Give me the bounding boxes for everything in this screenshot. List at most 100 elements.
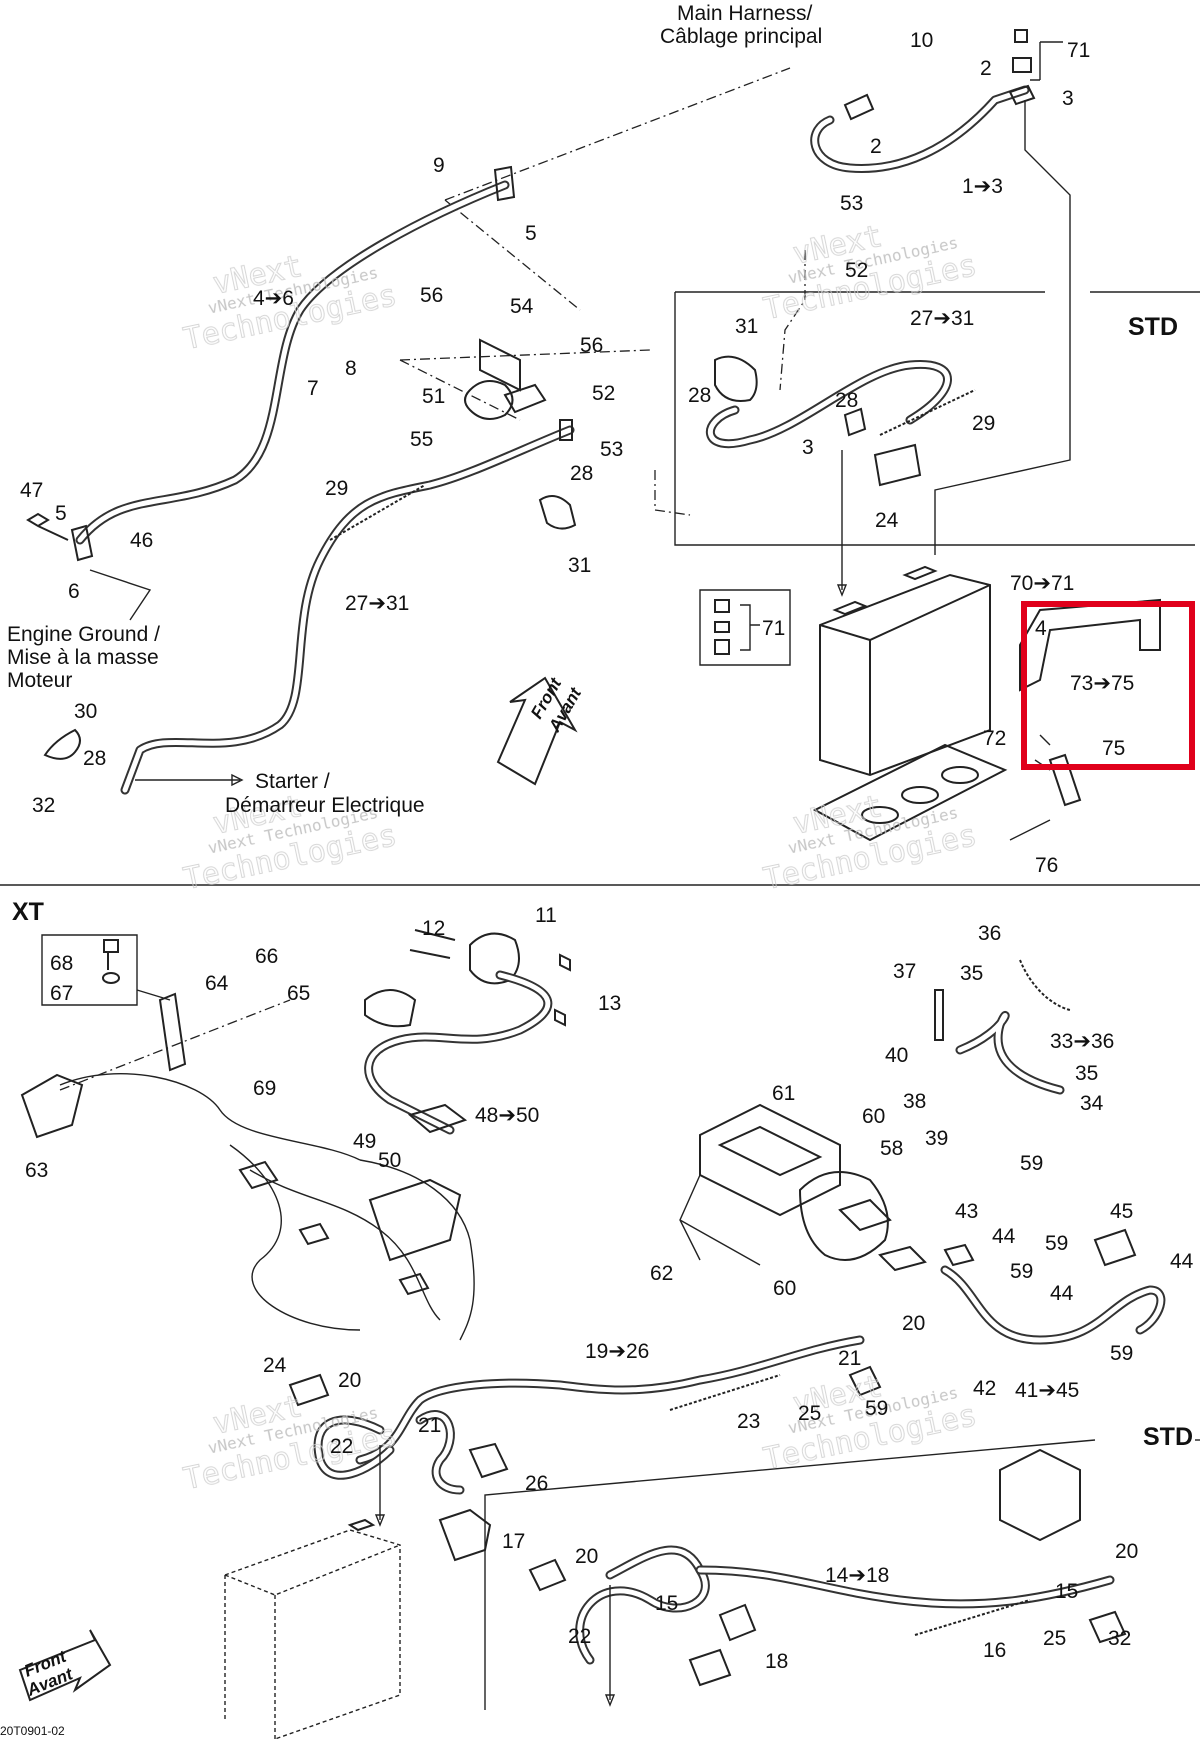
callout-2b: 2 xyxy=(870,135,882,158)
notes: Main Harness/ Câblage principal Engine G… xyxy=(7,2,822,817)
callout-52: 52 xyxy=(592,382,615,405)
callout-42: 42 xyxy=(973,1377,996,1400)
callout-76: 76 xyxy=(1035,854,1058,877)
callout-33-36: 33➔36 xyxy=(1050,1030,1114,1053)
callout-2: 2 xyxy=(980,57,992,80)
callout-47: 47 xyxy=(20,479,43,502)
engine-ground-note-line-2: Mise à la masse xyxy=(7,646,159,669)
callout-44c: 44 xyxy=(1170,1250,1194,1273)
watermarks: vNext vNext Technologies Technologies vN… xyxy=(180,218,980,1497)
callout-30: 30 xyxy=(74,700,97,723)
callout-23: 23 xyxy=(737,1410,760,1433)
callout-31b: 31 xyxy=(735,315,758,338)
callout-27-31: 27➔31 xyxy=(345,592,409,615)
engine-ground-note-line-1: Engine Ground / xyxy=(7,623,160,646)
callout-49: 49 xyxy=(353,1130,376,1153)
callout-20: 20 xyxy=(902,1312,925,1335)
callout-4: 4 xyxy=(1035,617,1047,640)
callout-64: 64 xyxy=(205,972,229,995)
callout-41-45: 41➔45 xyxy=(1015,1379,1079,1402)
callout-71b: 71 xyxy=(762,617,785,640)
callout-5: 5 xyxy=(525,222,537,245)
callouts-xt-left: 12 11 13 68 67 64 66 65 69 63 48➔50 49 5… xyxy=(25,904,621,1182)
callout-6: 6 xyxy=(68,580,80,603)
callout-60b: 60 xyxy=(773,1277,796,1300)
callout-7: 7 xyxy=(307,377,319,400)
callout-11: 11 xyxy=(535,904,557,927)
callout-51: 51 xyxy=(422,385,445,408)
callout-48-50: 48➔50 xyxy=(475,1104,539,1127)
callout-70-71: 70➔71 xyxy=(1010,572,1074,595)
callouts-top-right: 53 52 31 27➔31 28 28 29 3 24 70➔71 71 4 … xyxy=(688,192,1134,877)
callout-12: 12 xyxy=(422,917,445,940)
figure-code: 20T0901-02 xyxy=(0,1724,65,1738)
callout-28: 28 xyxy=(570,462,593,485)
callout-24: 24 xyxy=(875,509,899,532)
callout-29: 29 xyxy=(325,477,348,500)
callout-60: 60 xyxy=(862,1105,885,1128)
callout-63: 63 xyxy=(25,1159,48,1182)
callout-61: 61 xyxy=(772,1082,795,1105)
callout-1-3: 1➔3 xyxy=(962,175,1003,198)
callout-32: 32 xyxy=(32,794,55,817)
callout-5b: 5 xyxy=(55,502,67,525)
callout-19-26: 19➔26 xyxy=(585,1340,649,1363)
callout-40: 40 xyxy=(885,1044,908,1067)
callout-43: 43 xyxy=(955,1200,978,1223)
callout-20b: 20 xyxy=(338,1369,361,1392)
callout-37: 37 xyxy=(893,960,916,983)
callout-3b: 3 xyxy=(802,436,814,459)
callout-65: 65 xyxy=(287,982,310,1005)
callout-21: 21 xyxy=(838,1347,861,1370)
callouts-xt-right: 36 37 35 33➔36 40 35 38 34 39 59 61 60 5… xyxy=(263,922,1194,1495)
callout-53b: 53 xyxy=(840,192,863,215)
callout-3: 3 xyxy=(1062,87,1074,110)
callout-9: 9 xyxy=(433,154,445,177)
callout-21b: 21 xyxy=(418,1414,441,1437)
callout-29b: 29 xyxy=(972,412,995,435)
callout-34: 34 xyxy=(1080,1092,1104,1115)
callout-53: 53 xyxy=(600,438,623,461)
highlight-box xyxy=(1021,601,1195,770)
callout-59e: 59 xyxy=(1110,1342,1133,1365)
top-section-art xyxy=(26,29,1200,842)
callout-56: 56 xyxy=(420,284,443,307)
callout-56b: 56 xyxy=(580,334,603,357)
main-harness-note-line-1: Main Harness/ xyxy=(677,2,813,25)
callout-14-18: 14➔18 xyxy=(825,1564,889,1587)
front-arrow-bottom: Front Avant xyxy=(18,1629,112,1702)
callout-75: 75 xyxy=(1102,737,1125,760)
callout-52b: 52 xyxy=(845,259,868,282)
section-title-std-bottom: STD xyxy=(1143,1423,1193,1451)
callout-72: 72 xyxy=(983,727,1006,750)
callout-27-31b: 27➔31 xyxy=(910,307,974,330)
callout-35b: 35 xyxy=(1075,1062,1098,1085)
callouts-std-bottom: 17 20 15 22 18 14➔18 15 20 16 25 32 xyxy=(502,1530,1138,1673)
callout-20d: 20 xyxy=(1115,1540,1138,1563)
callout-69: 69 xyxy=(253,1077,276,1100)
callout-25: 25 xyxy=(798,1402,821,1425)
callout-44b: 44 xyxy=(1050,1282,1074,1305)
callout-4-6: 4➔6 xyxy=(253,287,294,310)
callout-45: 45 xyxy=(1110,1200,1133,1223)
callout-73-75: 73➔75 xyxy=(1070,672,1134,695)
callout-16: 16 xyxy=(983,1639,1006,1662)
callout-28c: 28 xyxy=(688,384,711,407)
callout-36: 36 xyxy=(978,922,1001,945)
engine-ground-note-line-3: Moteur xyxy=(7,669,72,692)
callout-25b: 25 xyxy=(1043,1627,1066,1650)
callout-18: 18 xyxy=(765,1650,788,1673)
callout-15: 15 xyxy=(655,1592,678,1615)
callout-8: 8 xyxy=(345,357,357,380)
callout-67: 67 xyxy=(50,982,73,1005)
starter-note-line-1: Starter / xyxy=(255,770,330,793)
main-harness-note-line-2: Câblage principal xyxy=(660,25,822,48)
callout-26: 26 xyxy=(525,1472,548,1495)
callout-71: 71 xyxy=(1067,39,1090,62)
callout-68: 68 xyxy=(50,952,73,975)
callout-59b: 59 xyxy=(1045,1232,1068,1255)
callout-50: 50 xyxy=(378,1149,401,1172)
callout-20c: 20 xyxy=(575,1545,598,1568)
section-title-xt: XT xyxy=(12,898,44,926)
